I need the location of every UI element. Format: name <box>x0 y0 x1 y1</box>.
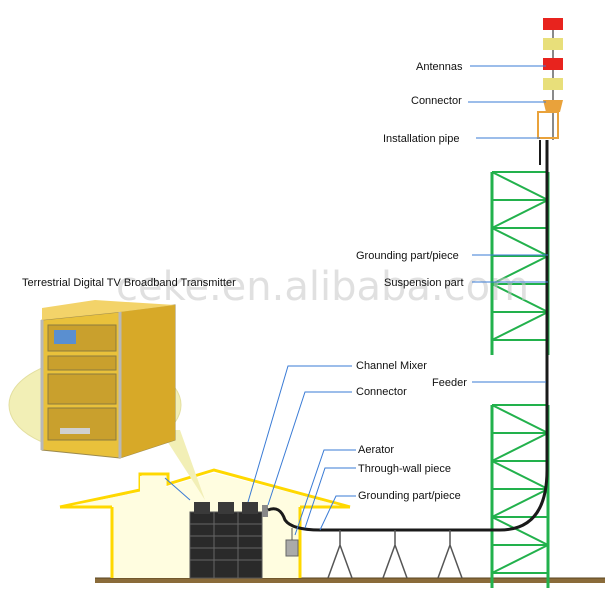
label-grounding-top: Grounding part/piece <box>356 250 459 262</box>
antenna-mast <box>537 18 563 140</box>
label-feeder: Feeder <box>432 377 467 389</box>
ground <box>95 577 605 583</box>
label-grounding-bottom: Grounding part/piece <box>358 490 461 502</box>
label-through-wall: Through-wall piece <box>358 463 451 475</box>
label-antennas: Antennas <box>416 61 463 73</box>
watermark: ceke.en.alibaba.com <box>116 264 529 310</box>
label-channel-mixer: Channel Mixer <box>356 360 427 372</box>
transmitter-rack <box>40 300 176 459</box>
label-title: Terrestrial Digital TV Broadband Transmi… <box>22 277 236 289</box>
label-aerator: Aerator <box>358 444 394 456</box>
grounding-stands <box>327 530 463 579</box>
label-installation-pipe: Installation pipe <box>383 133 459 145</box>
label-connector-mid: Connector <box>356 386 407 398</box>
feeder-cable <box>267 140 549 532</box>
aerator-box <box>285 528 299 557</box>
label-suspension: Suspension part <box>384 277 464 289</box>
channel-mixer-units <box>189 502 268 579</box>
label-connector-top: Connector <box>411 95 462 107</box>
leader-lines <box>164 65 548 536</box>
